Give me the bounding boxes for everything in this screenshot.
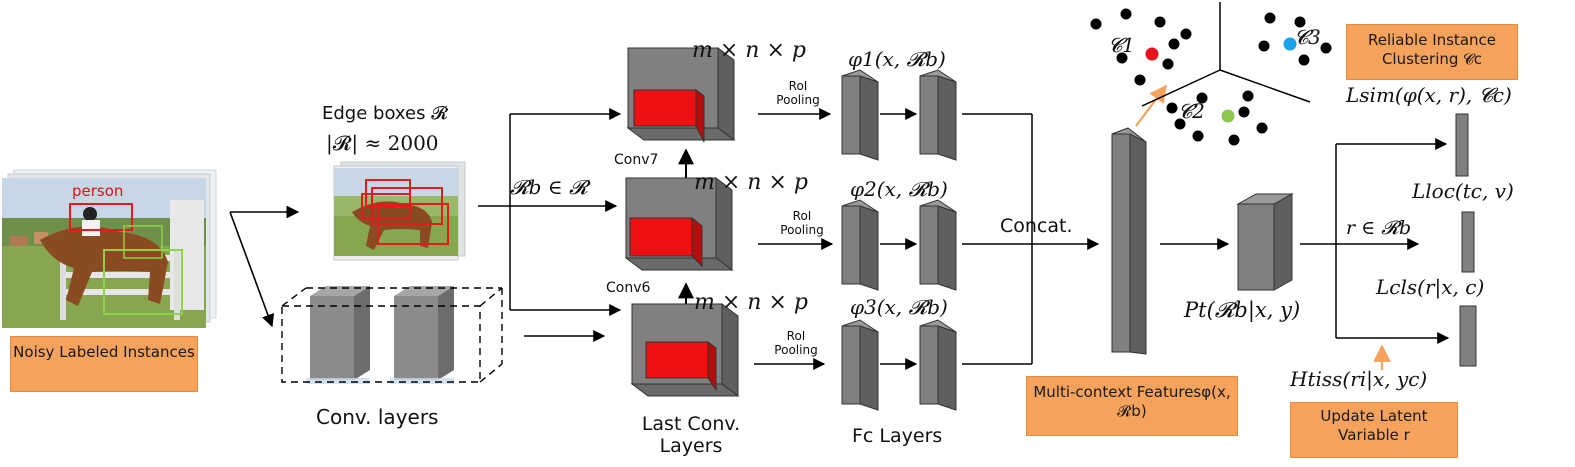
phi1-label: φ1(x, 𝓡b) bbox=[848, 47, 946, 71]
h-iss-label: Htiss(ri|x, yc) bbox=[1290, 367, 1428, 391]
feature-block-bot bbox=[630, 303, 740, 397]
person-tag: person bbox=[72, 182, 124, 200]
concat-label: Concat. bbox=[1000, 215, 1073, 237]
roi-mid-label: RoI Pooling bbox=[780, 209, 824, 237]
cluster-centroid-3 bbox=[1283, 37, 1297, 51]
last-conv-label: Last Conv. Layers bbox=[641, 413, 741, 457]
edge-boxes-label: Edge boxes 𝓡 bbox=[322, 103, 448, 124]
roi-bot-label: RoI Pooling bbox=[774, 329, 818, 357]
horse-photo bbox=[2, 178, 206, 328]
noisy-labeled-box: Noisy Labeled Instances bbox=[10, 336, 198, 392]
input-image-stack bbox=[2, 169, 217, 328]
concat-feature-block bbox=[1111, 84, 1230, 355]
conv7-label: Conv7 bbox=[614, 152, 659, 168]
update-latent-box: Update Latent Variable r bbox=[1290, 402, 1458, 458]
c1-label: 𝓒1 bbox=[1108, 33, 1135, 57]
conv-layers-block bbox=[281, 286, 503, 384]
concat-lines bbox=[962, 113, 1100, 365]
cluster-centroid-2 bbox=[1221, 109, 1235, 123]
fc-layers-label: Fc Layers bbox=[852, 425, 943, 447]
l-loc-label: Lloc(tc, v) bbox=[1412, 179, 1514, 203]
input-arrows bbox=[229, 205, 300, 328]
output-branches bbox=[1300, 138, 1450, 370]
cluster-centroid-1 bbox=[1145, 47, 1159, 61]
conv-layers-label: Conv. layers bbox=[316, 405, 439, 429]
reliable-clustering-box: Reliable Instance Clustering 𝓒c bbox=[1346, 24, 1518, 80]
mnp-bot-label: m × n × p bbox=[694, 290, 808, 315]
fc-blocks bbox=[841, 69, 957, 411]
pt-block bbox=[1236, 193, 1294, 291]
roi-arrows bbox=[754, 108, 834, 370]
pt-label: Pt(𝓡b|x, y) bbox=[1184, 298, 1301, 322]
l-cls-label: Lcls(r|x, c) bbox=[1376, 275, 1485, 299]
roi-top-label: RoI Pooling bbox=[776, 79, 820, 107]
conv6-label: Conv6 bbox=[606, 280, 651, 296]
mnp-mid-label: m × n × p bbox=[694, 170, 808, 195]
phi2-label: φ2(x, 𝓡b) bbox=[850, 177, 948, 201]
cluster-dots bbox=[1090, 8, 1332, 146]
r-in-rb-label: r ∈ 𝓡b bbox=[1346, 217, 1412, 239]
edge-boxes-image bbox=[333, 161, 466, 261]
edge-count-label: |𝓡| ≈ 2000 bbox=[326, 131, 439, 155]
c2-label: 𝓒2 bbox=[1178, 99, 1205, 123]
feature-block-top bbox=[626, 47, 736, 143]
feature-block-mid bbox=[624, 177, 734, 271]
mnp-top-label: m × n × p bbox=[692, 38, 806, 63]
branch-arrows bbox=[478, 108, 694, 342]
loss-bars bbox=[1455, 113, 1477, 367]
multi-context-box: Multi-context Featuresφ(x, 𝓡b) bbox=[1026, 376, 1238, 436]
c3-label: 𝓒3 bbox=[1294, 25, 1321, 49]
rb-in-r-label: 𝓡b ∈ 𝓡 bbox=[510, 175, 588, 199]
cluster-plot bbox=[1090, 2, 1332, 146]
phi3-label: φ3(x, 𝓡b) bbox=[850, 295, 948, 319]
l-sim-label: Lsim(φ(x, r), 𝓒c) bbox=[1346, 83, 1512, 107]
